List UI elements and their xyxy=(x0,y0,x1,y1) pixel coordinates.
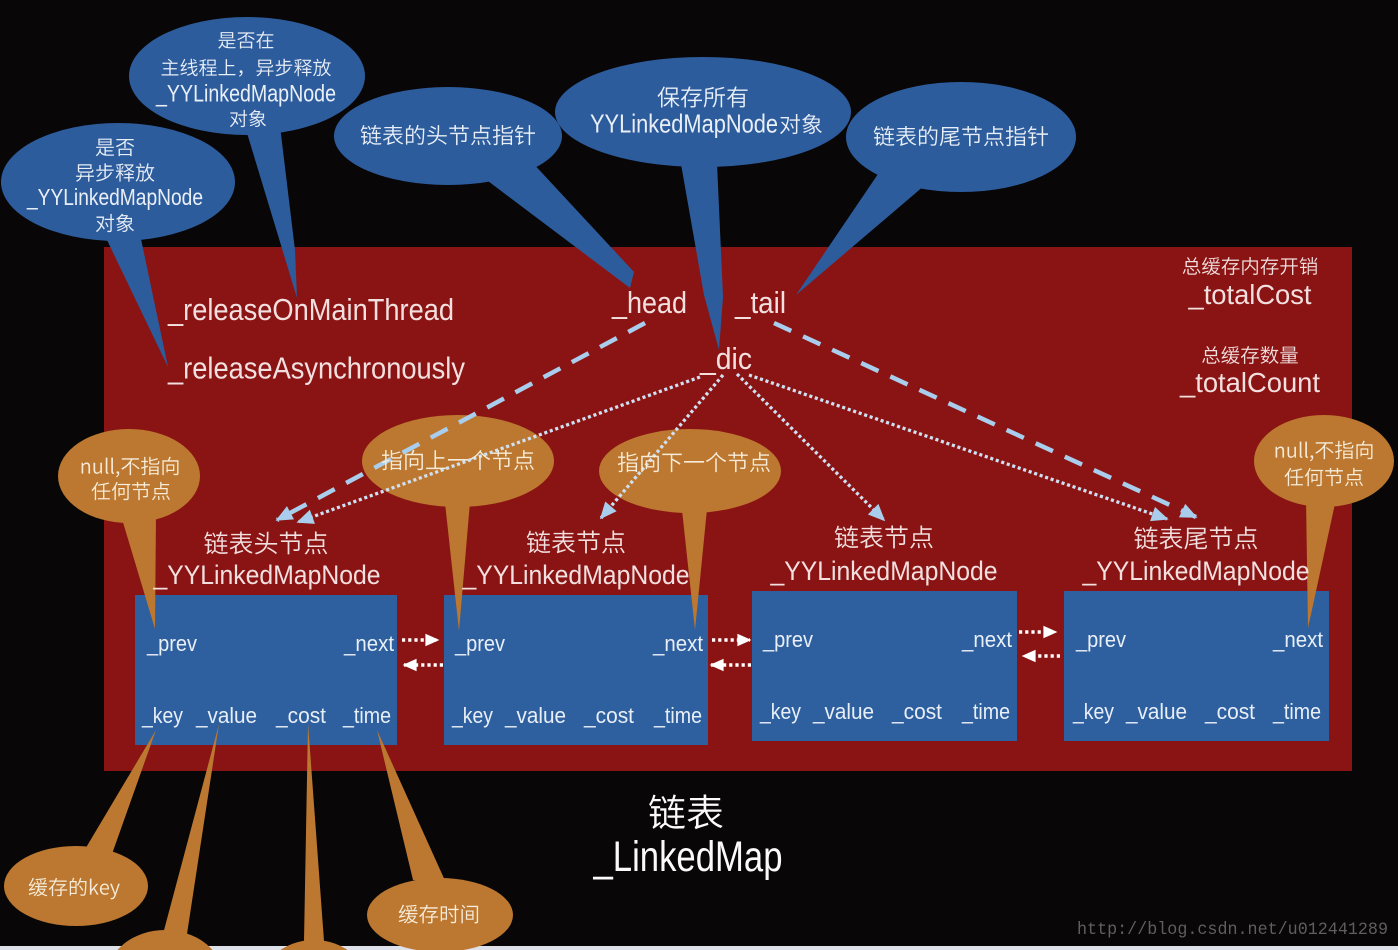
svg-text:_time: _time xyxy=(342,703,391,728)
svg-text:_next: _next xyxy=(652,631,703,656)
svg-text:_time: _time xyxy=(1272,699,1321,724)
svg-text:_releaseAsynchronously: _releaseAsynchronously xyxy=(167,351,465,386)
svg-text:_prev: _prev xyxy=(762,627,813,652)
svg-text:_head: _head xyxy=(611,285,687,320)
svg-text:_YYLinkedMapNode: _YYLinkedMapNode xyxy=(153,560,381,590)
svg-text:_totalCost: _totalCost xyxy=(1188,279,1312,310)
svg-text:_key: _key xyxy=(451,703,493,728)
svg-text:_prev: _prev xyxy=(1075,627,1126,652)
svg-text:_time: _time xyxy=(961,699,1010,724)
svg-text:_cost: _cost xyxy=(275,703,326,728)
svg-text:_releaseOnMainThread: _releaseOnMainThread xyxy=(167,292,454,327)
svg-text:_dic: _dic xyxy=(699,341,752,376)
svg-text:_cost: _cost xyxy=(1204,699,1255,724)
svg-text:_LinkedMap: _LinkedMap xyxy=(593,833,783,881)
svg-text:_YYLinkedMapNode: _YYLinkedMapNode xyxy=(462,560,690,590)
svg-text:_key: _key xyxy=(759,699,801,724)
svg-text:_cost: _cost xyxy=(583,703,634,728)
svg-text:_next: _next xyxy=(343,631,394,656)
svg-text:_YYLinkedMapNode: _YYLinkedMapNode xyxy=(26,184,203,210)
svg-text:_value: _value xyxy=(504,703,566,728)
svg-text:_prev: _prev xyxy=(454,631,505,656)
svg-text:_next: _next xyxy=(961,627,1012,652)
svg-text:_cost: _cost xyxy=(891,699,942,724)
svg-text:_totalCount: _totalCount xyxy=(1179,367,1320,398)
svg-text:_tail: _tail xyxy=(734,285,786,320)
svg-text:_value: _value xyxy=(812,699,874,724)
svg-text:_value: _value xyxy=(195,703,257,728)
svg-text:_YYLinkedMapNode: _YYLinkedMapNode xyxy=(1082,556,1310,586)
svg-text:http://blog.csdn.net/u01244128: http://blog.csdn.net/u012441289 xyxy=(1077,920,1388,940)
svg-text:_time: _time xyxy=(653,703,702,728)
svg-text:_next: _next xyxy=(1272,627,1323,652)
svg-text:_key: _key xyxy=(141,703,183,728)
svg-text:_value: _value xyxy=(1125,699,1187,724)
svg-text:_YYLinkedMapNode: _YYLinkedMapNode xyxy=(770,556,998,586)
svg-text:_prev: _prev xyxy=(146,631,197,656)
svg-text:_YYLinkedMapNode: _YYLinkedMapNode xyxy=(155,80,336,107)
svg-text:_key: _key xyxy=(1072,699,1114,724)
svg-text:YYLinkedMapNode: YYLinkedMapNode xyxy=(590,109,778,139)
